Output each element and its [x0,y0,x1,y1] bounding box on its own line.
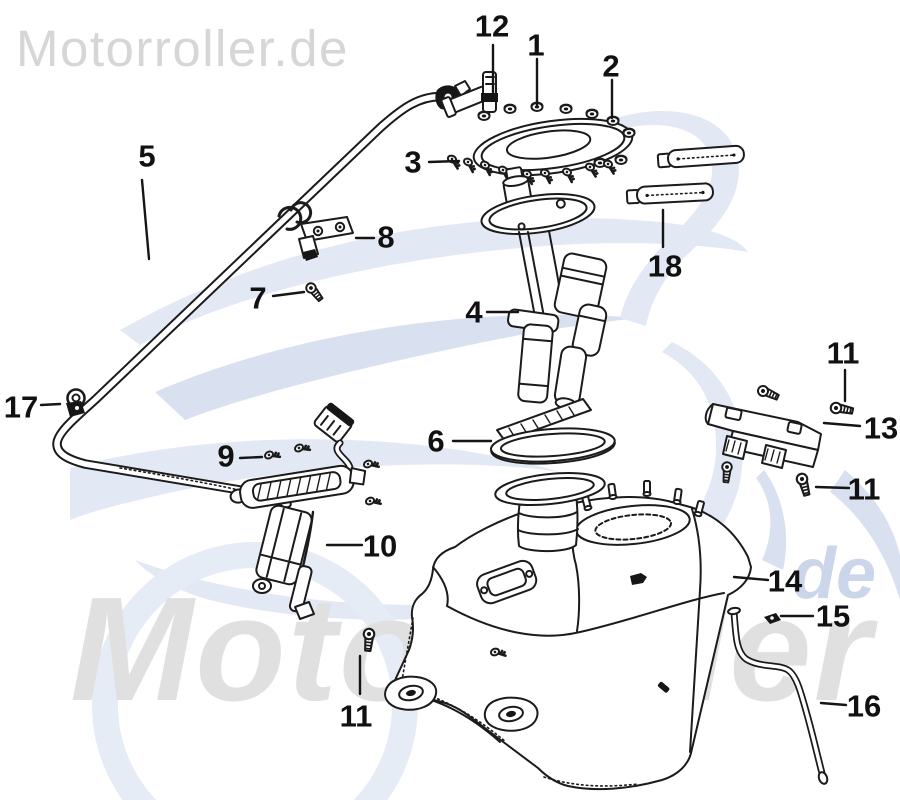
leader-lines [39,43,862,707]
callout-10: 10 [362,528,398,564]
drain-hose-drawing [727,606,829,785]
callout-3: 3 [404,144,422,180]
hose-clip-drawing [66,388,86,417]
flange-ring-drawing [472,117,634,177]
watermark-de-text: de [792,534,876,614]
callout-13: 13 [863,410,899,446]
fuel-sender-drawing [229,402,383,620]
clamp-bracket-drawing [277,201,354,261]
fuel-tank-drawing [384,480,752,791]
fuel-pump-drawing [480,166,608,442]
callout-2: 2 [602,48,620,84]
gasket-drawing [490,427,616,465]
callout-14: 14 [767,563,803,599]
callout-17: 17 [3,389,39,425]
callout-1: 1 [527,27,545,63]
mounting-bracket-drawing [704,383,822,469]
tube-set-drawing [625,144,745,205]
callout-4: 4 [465,294,483,330]
tank-ear-left [384,675,438,711]
callout-18: 18 [647,248,683,284]
callout-15: 15 [815,598,851,634]
callout-5: 5 [138,138,156,174]
callout-9: 9 [217,438,235,474]
screw-7-drawing [303,280,326,304]
callout-7: 7 [249,280,267,316]
callout-16: 16 [846,688,882,724]
callout-12: 12 [474,8,510,44]
watermark-top-text: Motorroller.de [16,20,349,77]
callout-11-top: 11 [826,335,860,371]
callout-6: 6 [427,423,445,459]
filler-neck-drawing [494,472,606,553]
tank-ear-right [483,696,539,732]
callout-8: 8 [377,219,395,255]
fuel-fitting-drawing [440,71,498,118]
drain-hose-clip-drawing [764,613,781,624]
callout-11-bottom: 11 [339,698,373,734]
callout-11-right: 11 [847,471,881,507]
